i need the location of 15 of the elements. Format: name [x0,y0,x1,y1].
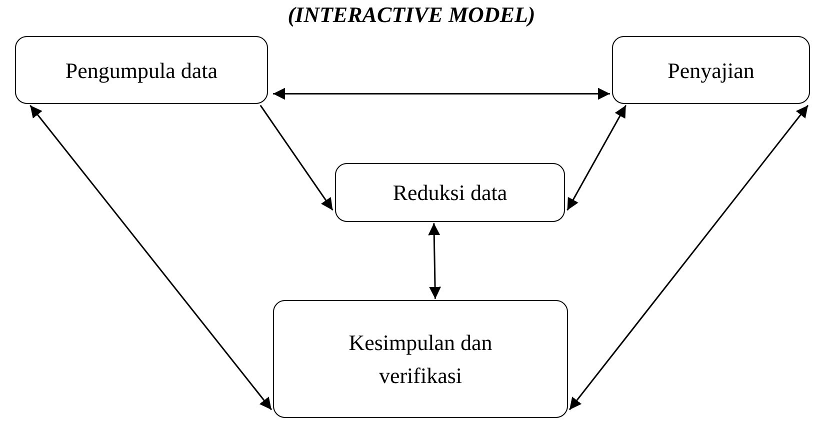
diagram-title: (INTERACTIVE MODEL) [286,2,536,28]
arrow [30,104,272,410]
process-box [335,163,565,222]
arrow [428,223,442,299]
node-label: Penyajian [668,56,754,85]
arrow [566,105,627,211]
arrow [260,104,334,211]
node-label: Reduksi data [392,179,508,207]
process-box [612,36,810,104]
process-box [15,36,268,104]
arrow [568,104,809,410]
arrow [273,88,610,100]
process-box [273,300,568,418]
node-label: Kesimpulan dan verifikasi [348,329,494,390]
node-label: Pengumpula data [65,56,218,85]
